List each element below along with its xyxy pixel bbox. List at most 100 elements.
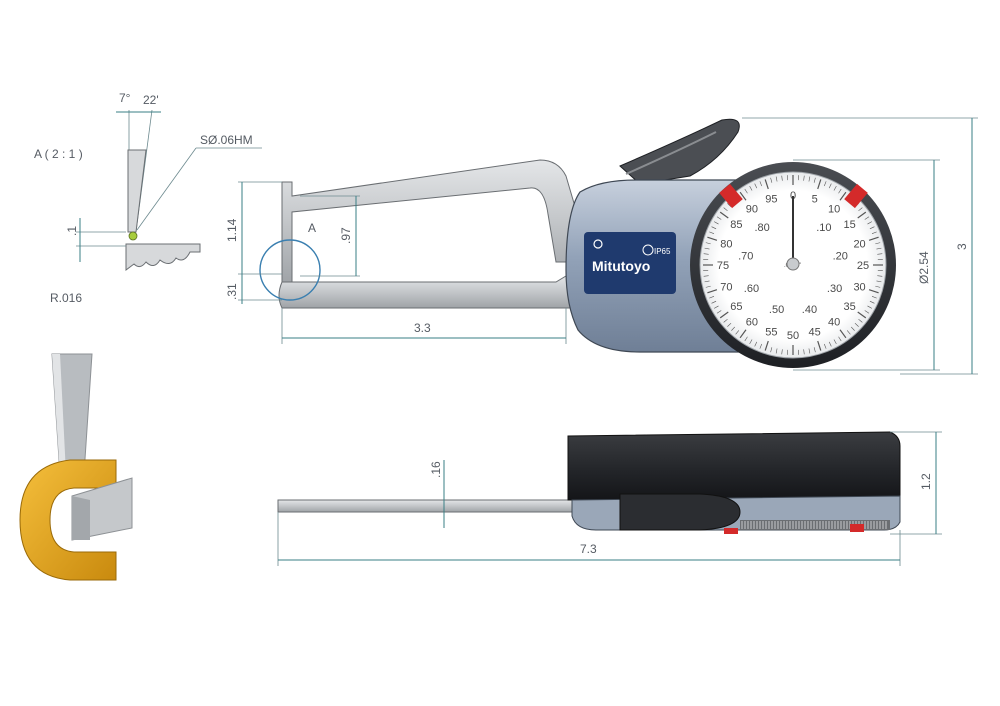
- tip-spec-text: SØ.06HM: [200, 133, 253, 147]
- dial-tick: [754, 341, 758, 347]
- dial-tick: [877, 275, 883, 277]
- top-housing: [567, 431, 901, 501]
- dial-inner-number: .70: [738, 251, 753, 263]
- dial-tick: [864, 310, 870, 314]
- dial-tick: [727, 203, 732, 208]
- top-marker-left: [724, 528, 738, 534]
- dial-tick: [781, 175, 783, 181]
- dial-outer-number: 95: [765, 193, 777, 205]
- dial-tick: [875, 285, 881, 288]
- dial-tick: [858, 318, 863, 323]
- tip-closeup-render: [19, 353, 133, 588]
- dial-tick: [876, 247, 882, 250]
- dial-tick: [703, 253, 709, 255]
- dial-tick: [744, 188, 748, 194]
- dial-tick: [781, 349, 783, 355]
- side-view: IP65 Mitutoyo 05101520253035404550556065…: [225, 117, 978, 375]
- tolerance-marker-left[interactable]: [719, 183, 743, 209]
- dial-tick: [754, 183, 758, 189]
- dial-tick: [749, 185, 753, 191]
- top-lever: [619, 493, 741, 531]
- angle-deg-text: 7°: [119, 91, 131, 105]
- dial-tick: [813, 177, 816, 183]
- dial-tick: [704, 280, 710, 283]
- dial-tick: [858, 207, 863, 212]
- dial-tick: [833, 339, 837, 345]
- dial-outer-number: 15: [844, 219, 856, 231]
- dial-inner-number: .20: [833, 251, 848, 263]
- detail-jaw-base: [125, 243, 201, 271]
- dial-inner-scale: .10.20.30.40.50.60.70.80: [738, 222, 848, 316]
- dial-tick: [744, 336, 748, 342]
- dial-tick: [808, 348, 811, 354]
- dial-tick: [864, 216, 870, 220]
- dial-inner-number: .60: [744, 283, 759, 295]
- brand-text: Mitutoyo: [592, 258, 650, 274]
- tip-text: .31: [225, 283, 239, 300]
- detail-circle-a: [259, 239, 321, 301]
- dial-tick: [704, 247, 710, 250]
- dial-tick: [759, 181, 762, 187]
- dial-tick: [857, 311, 867, 319]
- dial-outer-number: 10: [828, 203, 840, 215]
- dial-outer-number: 70: [720, 282, 732, 294]
- dial-outer-scale: 05101520253035404550556065707580859095: [717, 190, 869, 342]
- dial-tick: [803, 349, 805, 355]
- dial-tick: [711, 300, 717, 304]
- dial-tick: [838, 336, 842, 342]
- dial-tick: [871, 296, 877, 299]
- dial-tick: [833, 185, 837, 191]
- thickness-text: .16: [429, 461, 443, 478]
- dial-tick: [828, 183, 832, 189]
- reach-text: 3.3: [414, 321, 431, 335]
- dial-tick: [735, 330, 740, 335]
- dial-tick: [824, 343, 827, 349]
- dial-tick: [839, 191, 847, 201]
- dial-tick: [828, 341, 832, 347]
- dial-tick: [775, 348, 778, 354]
- carbide-tip-icon: [128, 231, 138, 241]
- dial-inner-number: .30: [827, 283, 842, 295]
- dial-tick: [709, 296, 715, 299]
- dial-tick: [824, 181, 827, 187]
- tolerance-marker-right[interactable]: [844, 183, 868, 209]
- release-lever[interactable]: [619, 118, 740, 185]
- dial-tick: [871, 231, 877, 234]
- dial-tick: [716, 310, 722, 314]
- dial-outer-number: 35: [844, 301, 856, 313]
- dial-tick: [817, 179, 822, 190]
- dial-tick: [846, 330, 851, 335]
- dial-tick: [749, 339, 753, 345]
- dial-tick: [723, 207, 728, 212]
- dial-tick: [867, 305, 873, 309]
- dial-tick: [739, 191, 747, 201]
- dial-diameter-text: Ø2.54: [917, 251, 931, 284]
- dial-tick: [803, 175, 805, 181]
- inner-text: .97: [339, 227, 353, 244]
- angle-min-text: 22': [143, 93, 159, 107]
- dial-tick: [707, 236, 718, 241]
- dial-outer-number: 90: [746, 203, 758, 215]
- dial-tick: [869, 226, 875, 230]
- top-view: .16 7.3 1.2: [277, 431, 942, 566]
- detail-blade: [127, 149, 147, 233]
- dial-tick: [813, 347, 816, 353]
- dial-tick: [869, 300, 875, 304]
- dial-tick: [808, 176, 811, 182]
- dial-tick: [716, 216, 722, 220]
- dial-outer-number: 40: [828, 317, 840, 329]
- bezel-knurling: [740, 520, 890, 530]
- dial-tick: [770, 347, 773, 353]
- top-jaw-arm: [277, 499, 599, 513]
- needle-hub: [786, 257, 800, 271]
- dial-inner-number: .40: [802, 304, 817, 316]
- dial-tick: [705, 285, 711, 288]
- lower-jaw-arm: [278, 275, 577, 309]
- dial-outer-number: 20: [853, 238, 865, 250]
- dial-tick: [713, 305, 719, 309]
- upper-jaw-arm: [281, 159, 577, 285]
- dial-inner-number: .80: [754, 222, 769, 234]
- dial-tick: [868, 289, 879, 294]
- detail-circle-label: A: [308, 221, 316, 235]
